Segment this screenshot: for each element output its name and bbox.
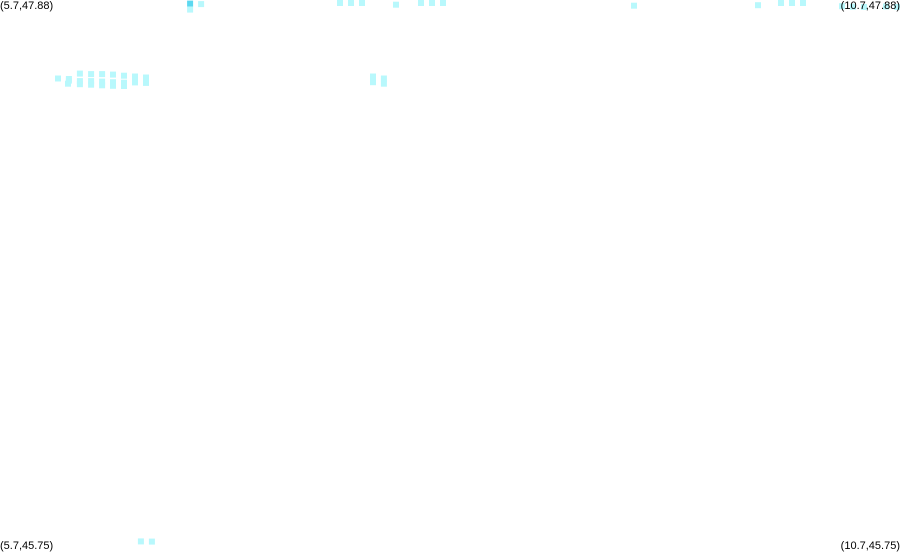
corner-label-top-left: (5.7,47.88) (0, 0, 54, 12)
grid-cell (850, 3, 856, 10)
grid-cell (132, 73, 138, 80)
grid-cell (359, 0, 365, 6)
grid-cell (778, 0, 784, 6)
grid-cell (110, 82, 116, 89)
grid-cell (88, 78, 95, 85)
grid-cell (337, 0, 343, 6)
grid-cell (99, 82, 106, 89)
grid-cell (393, 1, 399, 8)
grid-cell (132, 79, 138, 86)
grid-cell (99, 71, 106, 78)
grid-cell (380, 75, 387, 82)
grid-cell (370, 79, 376, 86)
grid-cell (88, 81, 95, 88)
grid-cell (755, 2, 761, 9)
grid-cell (121, 83, 127, 89)
grid-cell (631, 2, 637, 9)
grid-cell (861, 4, 867, 10)
grid-cell (65, 76, 72, 82)
grid-cell (76, 81, 83, 88)
corner-label-bottom-left: (5.7,45.75) (0, 540, 54, 552)
grid-cell (110, 71, 116, 78)
grid-cell (121, 79, 127, 86)
grid-cell (55, 75, 61, 82)
grid-cell (198, 1, 205, 8)
grid-cell (839, 3, 845, 10)
grid-cell (65, 80, 71, 87)
grid-cell (348, 0, 354, 6)
grid-cell (418, 0, 424, 6)
grid-cell (893, 4, 900, 10)
grid-cell (429, 0, 435, 6)
grid-cell (883, 3, 889, 10)
grid-cell (143, 79, 149, 86)
grid-cell (76, 70, 83, 77)
grid-cell (143, 74, 149, 81)
grid-cell (88, 71, 95, 78)
grid-cell (76, 78, 83, 85)
grid-cell (121, 72, 127, 79)
grid-cell (110, 79, 116, 86)
corner-label-bottom-right: (10.7,45.75) (840, 540, 900, 552)
corner-label-top-right: (10.7,47.88) (840, 0, 900, 12)
grid-cell (99, 78, 106, 85)
grid-cell (440, 0, 446, 6)
grid-cell (137, 538, 144, 545)
grid-cell-highlight (187, 0, 194, 7)
grid-cell (789, 0, 795, 6)
grid-cell (187, 6, 194, 13)
grid-cell (370, 73, 376, 80)
grid-cell (380, 80, 387, 87)
grid-cell (800, 0, 806, 6)
grid-cell (148, 538, 155, 545)
